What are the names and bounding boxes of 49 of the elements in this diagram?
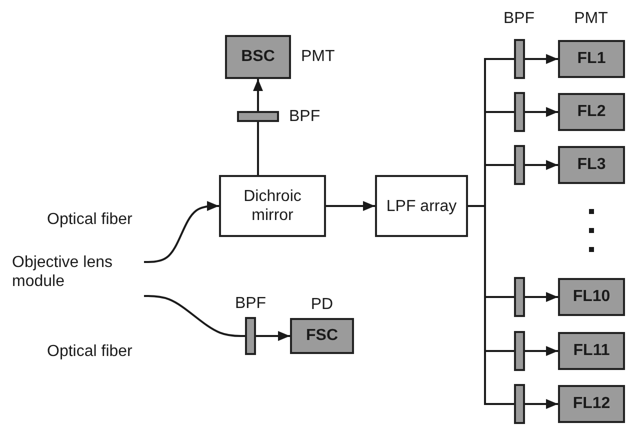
filter-bar [245, 317, 256, 355]
detector-box [558, 146, 625, 184]
detector-box [558, 93, 625, 131]
process-box [219, 175, 326, 237]
detector-box [558, 332, 625, 370]
box-label: FL11 [573, 342, 610, 360]
arrow [253, 79, 263, 111]
box-label: Objective lens module [12, 253, 114, 291]
filter-bar [514, 384, 525, 424]
connector-line [144, 295, 245, 337]
filter-bar [514, 145, 525, 185]
filter-bar [514, 39, 525, 79]
connector-line [257, 122, 259, 175]
component-label: PMT [301, 48, 335, 66]
arrow [525, 346, 558, 356]
detector-box [290, 318, 354, 354]
arrow [525, 107, 558, 117]
arrow [256, 331, 290, 341]
box-label: FSC [306, 327, 338, 345]
detector-box [558, 278, 625, 316]
box-label: BSC [241, 48, 275, 66]
arrow [326, 201, 375, 211]
filter-bar [514, 331, 525, 371]
box-label: FL3 [577, 156, 606, 174]
edge-label: Optical fiber [47, 343, 132, 361]
column-header: PMT [574, 10, 608, 28]
arrow [525, 292, 558, 302]
filter-bar [237, 111, 279, 122]
component-label: BPF [234, 295, 266, 313]
box-label: FL12 [572, 395, 610, 413]
box-label: FL1 [577, 50, 606, 68]
edge-label: Optical fiber [47, 211, 132, 229]
filter-bar [514, 277, 525, 317]
detector-box [558, 385, 625, 423]
detector-box [225, 35, 291, 79]
column-header: BPF [503, 10, 535, 28]
box-label: LPF array [386, 196, 457, 216]
filter-bar [514, 92, 525, 132]
box-label: Dichroic mirror [242, 187, 302, 225]
box-label: FL10 [572, 288, 610, 306]
arrow [525, 54, 558, 64]
detector-box [558, 40, 625, 78]
component-label: BPF [289, 108, 320, 126]
process-box [375, 175, 468, 237]
component-label: PD [310, 296, 334, 314]
arrow [525, 399, 558, 409]
arrow [525, 160, 558, 170]
arrow [144, 201, 219, 263]
box-label: FL2 [577, 103, 606, 121]
